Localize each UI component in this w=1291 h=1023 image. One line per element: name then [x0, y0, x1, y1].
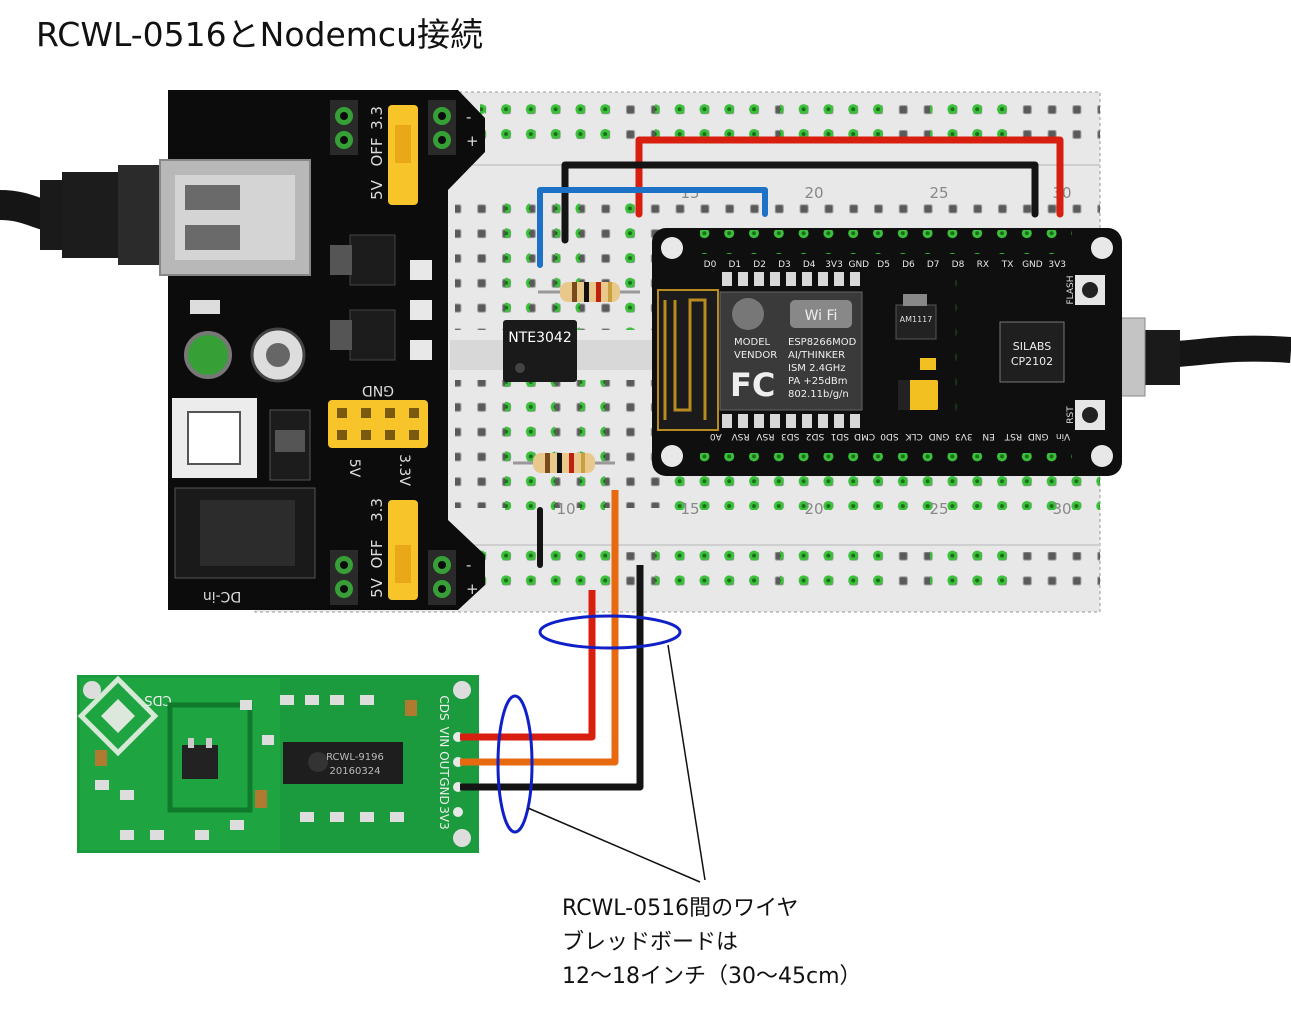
nodemcu-pin-label: D0	[704, 260, 717, 270]
rst-label: RST	[1066, 406, 1076, 424]
resistor-upper	[538, 282, 640, 302]
rcwl-wires	[460, 490, 644, 791]
column-number-bottom: 30	[1052, 500, 1071, 518]
rail-sign: -	[466, 108, 471, 126]
nodemcu-pin-label: D6	[902, 260, 915, 270]
usb-chip-label: CP2102	[1011, 355, 1053, 368]
nodemcu-pin-label: SD3	[781, 431, 799, 441]
rcwl-pin-label: GND	[437, 777, 451, 805]
nodemcu-pin-label: EN	[982, 431, 994, 441]
rcwl-pin-label: VIN	[437, 727, 451, 748]
usb-cable-left	[0, 165, 168, 265]
annotation	[496, 614, 706, 883]
gnd-label: GND	[362, 382, 394, 398]
column-number-top: 25	[929, 184, 948, 202]
fc-mark: FC	[730, 366, 775, 404]
jumper-label: OFF	[368, 539, 386, 568]
column-number-bottom: 10	[556, 500, 575, 518]
nodemcu-pin-label: 3V3	[955, 431, 973, 441]
nodemcu-pin-label: Vin	[1056, 431, 1070, 441]
nodemcu-pin-label: D3	[778, 260, 791, 270]
nodemcu-pin-label: GND	[929, 431, 950, 441]
nodemcu-pin-label: D2	[753, 260, 766, 270]
nodemcu-pin-label: A0	[710, 431, 722, 441]
module-text: ISM 2.4GHz	[788, 363, 846, 374]
note-line: ブレッドボードは	[562, 930, 739, 955]
module-text: PA +25dBm	[788, 376, 847, 387]
nodemcu-pin-label: 3V3	[825, 260, 843, 270]
nodemcu-pin-label: GND	[848, 260, 869, 270]
nodemcu-pin-label: RSV	[731, 431, 750, 441]
nodemcu-pin-label: D8	[952, 260, 965, 270]
module-text: AI/THINKER	[788, 350, 845, 361]
nodemcu-board: Wi Fi MODEL VENDOR ESP8266MOD AI/THINKER…	[652, 228, 1291, 477]
ic-label: NTE3042	[508, 330, 572, 346]
module-text: MODEL	[734, 337, 771, 348]
module-text: VENDOR	[734, 350, 777, 361]
rail-sign: -	[466, 556, 471, 574]
nodemcu-pin-label: GND	[1028, 431, 1049, 441]
power-supply-module: 3.3 OFF 5V - + GND 5V 3.3V	[159, 90, 485, 610]
nodemcu-pin-label: D7	[927, 260, 940, 270]
nodemcu-pin-label: RSV	[755, 431, 774, 441]
regulator-label: AM1117	[900, 315, 933, 324]
rcwl-pin-label: 3V3	[437, 806, 451, 829]
page-title: RCWL-0516とNodemcu接続	[36, 15, 483, 54]
header-label: 3.3V	[396, 454, 412, 486]
module-text: ESP8266MOD	[788, 337, 857, 348]
nodemcu-pin-label: SD1	[831, 431, 849, 441]
nodemcu-pin-label: GND	[1022, 260, 1043, 270]
note-line: RCWL-0516間のワイヤ	[562, 896, 799, 921]
nodemcu-pin-label: D4	[803, 260, 816, 270]
resistor-lower	[513, 453, 615, 473]
nodemcu-pin-label: RST	[1004, 431, 1022, 441]
jumper-wires	[537, 136, 1064, 568]
rcwl-pin-label: CDS	[437, 695, 451, 720]
module-text: 802.11b/g/n	[788, 389, 849, 400]
column-number-bottom: 25	[929, 500, 948, 518]
column-number-top: 20	[804, 184, 823, 202]
ic-chip: NTE3042	[503, 320, 577, 382]
nodemcu-pin-label: 3V3	[1048, 260, 1066, 270]
nodemcu-pin-label: TX	[1001, 260, 1014, 270]
jumper-label: 5V	[368, 179, 386, 200]
flash-label: FLASH	[1066, 275, 1076, 304]
rcwl-0516-module: CDS RCWL-9196 20160324 CDS	[77, 675, 479, 853]
nodemcu-pin-label: D1	[728, 260, 741, 270]
note-line: 12～18インチ（30～45cm）	[562, 964, 862, 989]
nodemcu-pin-label: SD2	[806, 431, 824, 441]
nodemcu-pin-label: RX	[977, 260, 989, 270]
usb-chip-label: SILABS	[1013, 340, 1051, 353]
wifi-mark: Wi Fi	[805, 308, 838, 324]
nodemcu-pin-label: CLK	[905, 431, 923, 441]
nodemcu-pin-label: SD0	[880, 431, 899, 441]
header-label: 5V	[346, 459, 362, 478]
nodemcu-pin-label: CMD	[854, 431, 875, 441]
rcwl-pin-label: OUT	[437, 751, 451, 777]
jumper-label: 3.3	[368, 498, 386, 522]
jumper-label: 3.3	[368, 106, 386, 130]
jumper-label: 5V	[368, 577, 386, 598]
rail-sign: +	[466, 580, 479, 598]
wire-length-note: RCWL-0516間のワイヤ ブレッドボードは 12～18インチ（30～45cm…	[562, 892, 862, 994]
nodemcu-pin-label: D5	[877, 260, 890, 270]
dc-in-label: DC-in	[203, 588, 241, 604]
chip-text: RCWL-9196	[326, 752, 384, 763]
column-number-bottom: 20	[804, 500, 823, 518]
column-number-bottom: 15	[680, 500, 699, 518]
chip-text: 20160324	[330, 766, 381, 777]
cds-label: CDS	[144, 692, 171, 707]
rail-sign: +	[466, 132, 479, 150]
jumper-label: OFF	[368, 137, 386, 166]
